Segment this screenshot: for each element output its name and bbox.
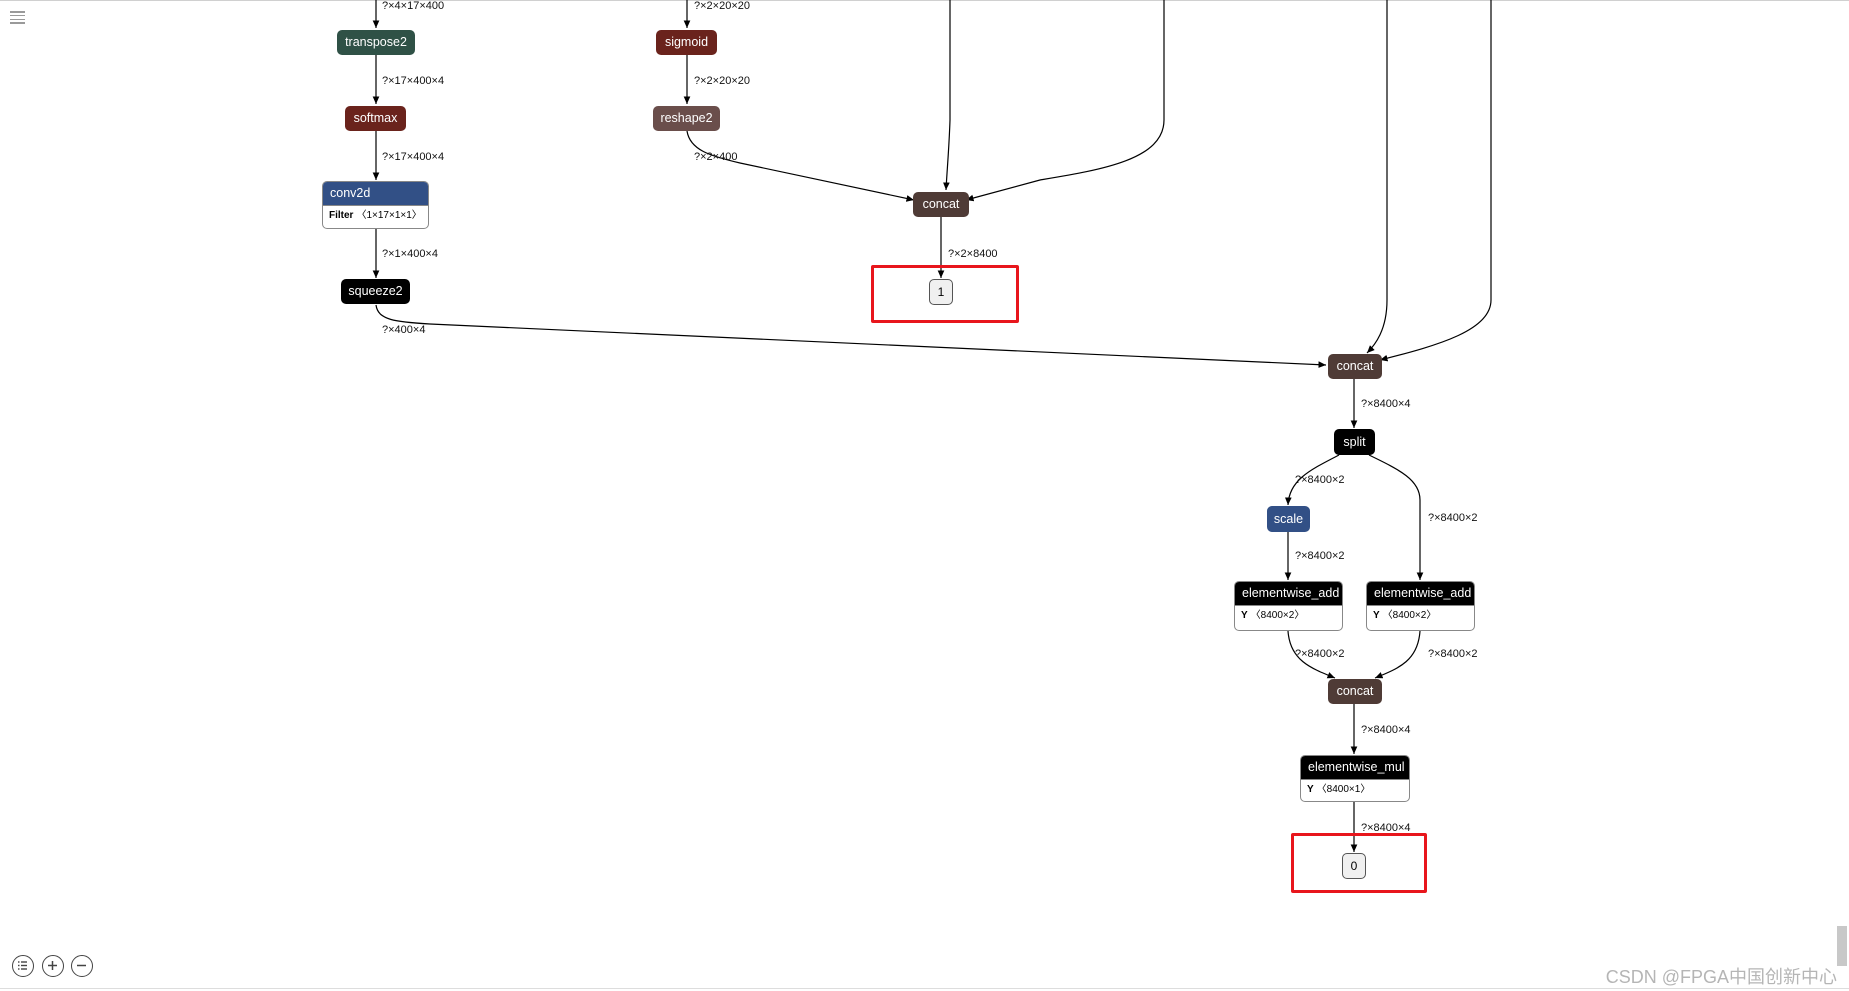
top-border: [0, 0, 1849, 1]
node-elementwise-add-right-attribute: Y 〈8400×2〉: [1367, 605, 1474, 625]
edge-in-concat-mid-a: [943, 0, 951, 191]
node-conv2d-attribute: Filter 〈1×17×1×1〉: [323, 205, 428, 225]
attr-value: 〈8400×2〉: [1250, 609, 1305, 621]
edge-label-mul-out0: ?×8400×4: [1361, 822, 1411, 834]
output-node-0[interactable]: 0: [1342, 853, 1366, 879]
node-conv2d[interactable]: conv2d Filter 〈1×17×1×1〉: [322, 181, 429, 229]
node-concat-bottom[interactable]: concat: [1328, 679, 1382, 704]
node-transpose2[interactable]: transpose2: [337, 30, 415, 55]
edge-label-softmax-conv: ?×17×400×4: [382, 151, 444, 163]
edge-label-split-add-right: ?×8400×2: [1428, 512, 1478, 524]
node-reshape2[interactable]: reshape2: [653, 106, 720, 131]
bottom-border: [0, 988, 1849, 989]
edge-label-sigmoid-reshape: ?×2×20×20: [694, 75, 750, 87]
edge-add-left-concat: [1287, 630, 1336, 679]
highlight-box-output-0: [1291, 833, 1427, 893]
attr-name: Y: [1373, 609, 1380, 621]
node-transpose2-label: transpose2: [345, 35, 407, 50]
edge-label-concat-split: ?×8400×4: [1361, 398, 1411, 410]
edge-label-in-transpose: ?×4×17×400: [382, 0, 444, 12]
highlight-box-output-1: [871, 265, 1019, 323]
node-reshape2-label: reshape2: [660, 111, 713, 126]
node-conv2d-label: conv2d: [323, 182, 428, 205]
watermark-text: CSDN @FPGA中国创新中心: [1605, 967, 1837, 987]
edge-label-transpose-softmax: ?×17×400×4: [382, 75, 444, 87]
edge-label-squeeze-concat: ?×400×4: [382, 324, 425, 336]
list-icon[interactable]: [12, 955, 34, 977]
output-node-0-label: 0: [1350, 859, 1358, 873]
attr-name: Y: [1241, 609, 1248, 621]
output-node-1[interactable]: 1: [929, 279, 953, 305]
edge-in-concat-mid-b: [965, 0, 1165, 202]
node-concat-bottom-label: concat: [1336, 684, 1374, 699]
edge-in-concat-right-b: [1379, 0, 1492, 362]
node-concat-mid-label: concat: [922, 197, 960, 212]
edge-add-right-concat: [1374, 630, 1421, 679]
node-elementwise-add-right-label: elementwise_add: [1367, 582, 1474, 605]
node-elementwise-mul-label: elementwise_mul: [1301, 756, 1409, 779]
edge-label-in-sigmoid: ?×2×20×20: [694, 0, 750, 12]
edge-label-scale-add: ?×8400×2: [1295, 550, 1345, 562]
attr-name: Filter: [329, 209, 354, 221]
attr-value: 〈8400×2〉: [1382, 609, 1437, 621]
edge-squeeze-concat: [375, 304, 1327, 369]
edge-label-add-right-concat: ?×8400×2: [1428, 648, 1478, 660]
attr-name: Y: [1307, 783, 1314, 795]
node-softmax[interactable]: softmax: [345, 106, 406, 131]
node-split[interactable]: split: [1334, 429, 1375, 455]
edge-label-add-left-concat: ?×8400×2: [1295, 648, 1345, 660]
node-sigmoid[interactable]: sigmoid: [656, 30, 717, 55]
edge-in-concat-right-a: [1366, 0, 1388, 354]
vertical-scrollbar[interactable]: [1837, 926, 1847, 966]
node-split-label: split: [1343, 434, 1366, 449]
output-node-1-label: 1: [937, 285, 945, 299]
edge-label-split-scale: ?×8400×2: [1295, 474, 1345, 486]
node-scale-label: scale: [1273, 511, 1304, 526]
node-squeeze2-label: squeeze2: [348, 284, 403, 299]
node-elementwise-add-left-attribute: Y 〈8400×2〉: [1235, 605, 1342, 625]
node-squeeze2[interactable]: squeeze2: [341, 279, 410, 304]
node-concat-right-label: concat: [1336, 359, 1374, 374]
node-concat-right[interactable]: concat: [1328, 354, 1382, 379]
edge-label-concat-out1: ?×2×8400: [948, 248, 998, 260]
edge-reshape-concat: [686, 130, 915, 202]
attr-value: 〈1×17×1×1〉: [356, 209, 422, 221]
hamburger-menu-icon[interactable]: [10, 11, 25, 24]
edge-label-conv-squeeze: ?×1×400×4: [382, 248, 438, 260]
node-elementwise-mul-attribute: Y 〈8400×1〉: [1301, 779, 1409, 799]
attr-value: 〈8400×1〉: [1316, 783, 1371, 795]
edge-split-scale: [1284, 454, 1340, 506]
edge-split-add-right: [1368, 454, 1424, 580]
node-elementwise-add-left[interactable]: elementwise_add Y 〈8400×2〉: [1234, 581, 1343, 631]
node-elementwise-add-left-label: elementwise_add: [1235, 582, 1342, 605]
zoom-in-icon[interactable]: [42, 955, 64, 977]
zoom-out-icon[interactable]: [71, 955, 93, 977]
edge-label-reshape-concat: ?×2×400: [694, 151, 737, 163]
node-concat-mid[interactable]: concat: [913, 192, 969, 217]
node-softmax-label: softmax: [353, 111, 398, 126]
edge-label-concat-mul: ?×8400×4: [1361, 724, 1411, 736]
node-sigmoid-label: sigmoid: [664, 35, 709, 50]
node-scale[interactable]: scale: [1267, 506, 1310, 532]
node-elementwise-add-right[interactable]: elementwise_add Y 〈8400×2〉: [1366, 581, 1475, 631]
node-elementwise-mul[interactable]: elementwise_mul Y 〈8400×1〉: [1300, 755, 1410, 802]
